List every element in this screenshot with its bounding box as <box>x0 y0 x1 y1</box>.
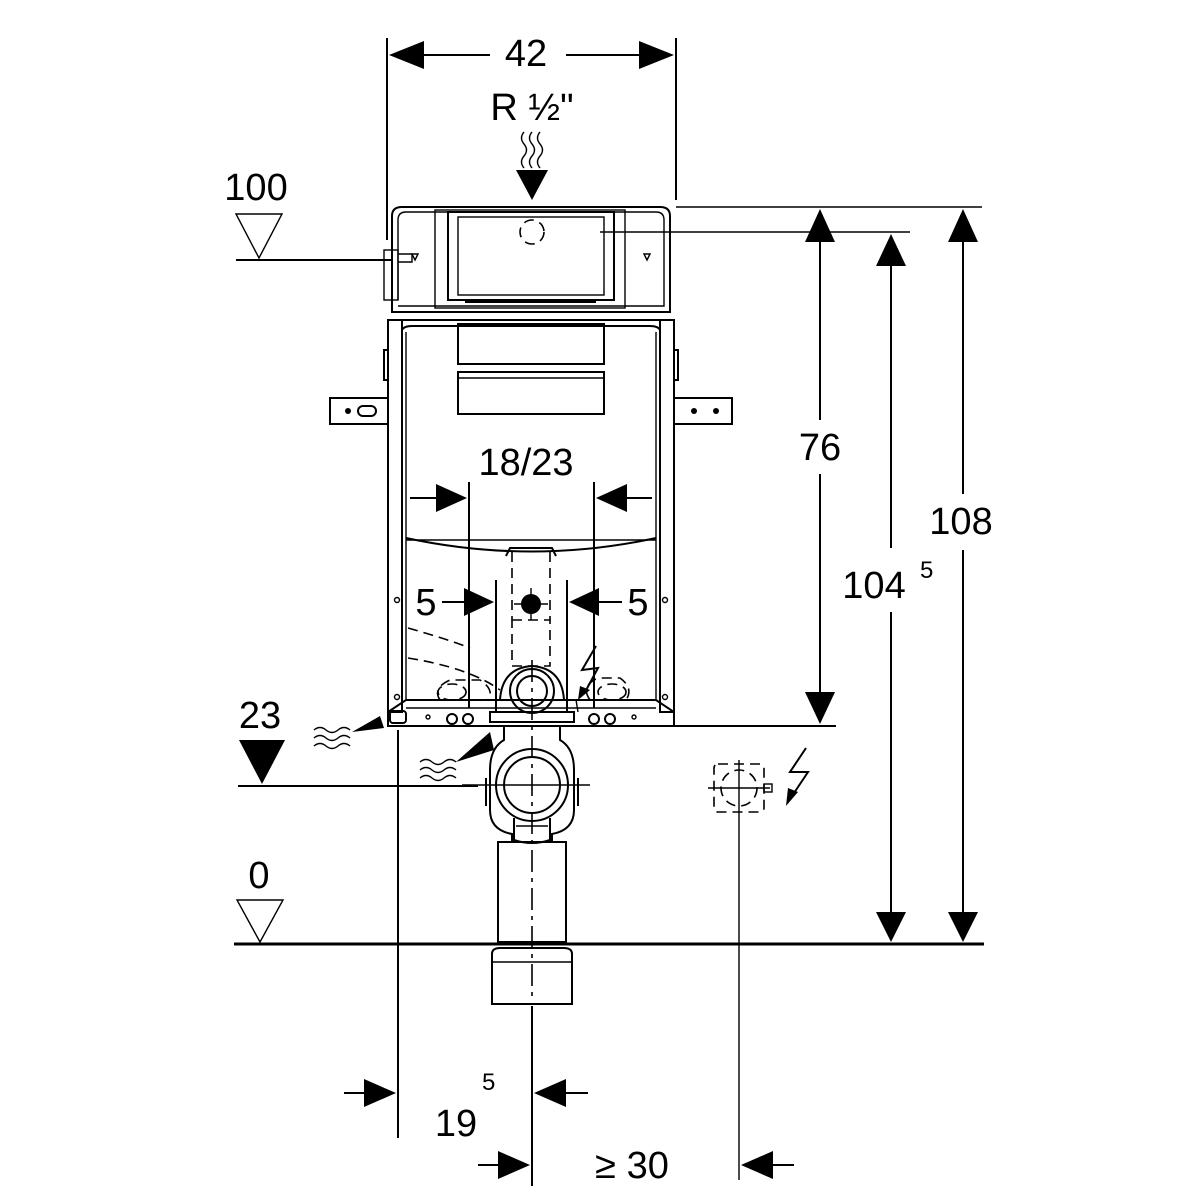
dimension-height-108: 108 <box>929 209 993 942</box>
dimension-height-104-5: 104 5 <box>840 231 933 942</box>
height-76-label: 76 <box>799 427 841 469</box>
offset-19-superscript: 5 <box>482 1069 495 1096</box>
lightning-bolt-icon <box>786 747 810 806</box>
flush-spacing-label: 18/23 <box>478 442 573 484</box>
level-23-label: 23 <box>239 695 281 737</box>
offset-right-label: 5 <box>627 582 648 624</box>
level-marker-23: 23 <box>238 695 494 787</box>
dimension-min-30: ≥ 30 <box>478 1145 794 1187</box>
cistern-top <box>383 206 840 313</box>
wavy-water-icon <box>419 758 457 782</box>
height-108-label: 108 <box>929 501 992 543</box>
level-marker-open-icon <box>235 899 285 944</box>
height-104-label: 104 <box>842 565 905 607</box>
dimension-height-76: 76 <box>674 206 982 727</box>
water-inlet: R ½" <box>490 87 574 200</box>
electric-socket <box>708 747 810 1180</box>
water-inlet-label: R ½" <box>490 87 573 129</box>
dimension-offset-19-5: 19 5 <box>344 730 588 1186</box>
drain-pipe <box>462 660 590 1005</box>
offset-19-label: 19 <box>435 1103 477 1145</box>
lightning-bolt-icon <box>575 645 600 713</box>
wavy-water-icon <box>520 131 544 169</box>
level-marker-open-icon <box>234 213 284 260</box>
dimension-offset-5: 5 5 <box>415 580 649 712</box>
level-100-label: 100 <box>224 167 287 209</box>
level-0-label: 0 <box>248 855 269 897</box>
width-label: 42 <box>505 33 547 75</box>
installation-frame <box>329 319 733 727</box>
offset-left-label: 5 <box>415 582 436 624</box>
height-104-superscript: 5 <box>920 557 933 584</box>
level-marker-0: 0 <box>235 855 285 944</box>
dimension-width-42: 42 <box>386 33 677 240</box>
level-marker-100: 100 <box>224 167 392 261</box>
wavy-water-icon <box>313 726 351 750</box>
min-30-label: ≥ 30 <box>595 1145 669 1187</box>
level-marker-filled-icon <box>239 740 285 784</box>
inlet-arrow-icon <box>516 170 548 200</box>
